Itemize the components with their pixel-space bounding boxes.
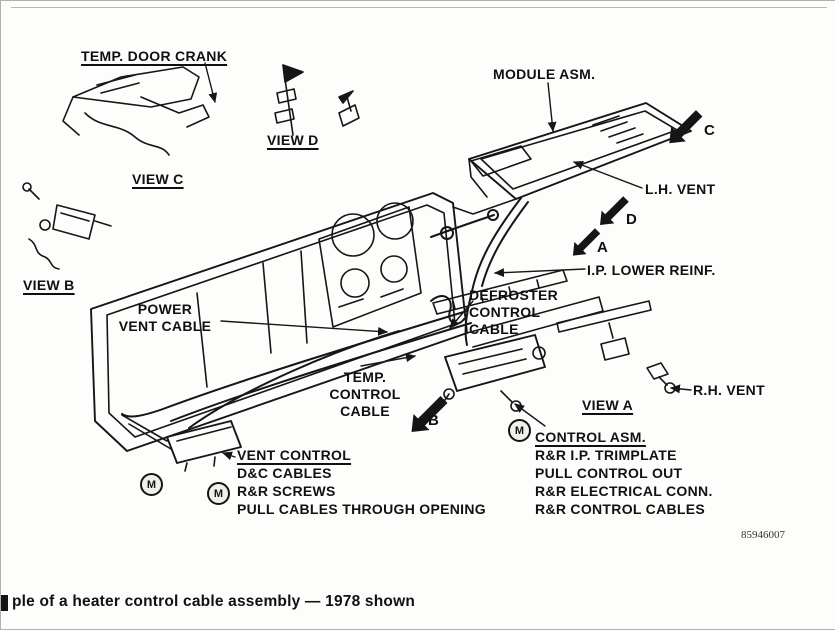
label-temp-control-cable: TEMP. CONTROL CABLE bbox=[329, 369, 401, 419]
vent-control-notes: VENT CONTROL D&C CABLES R&R SCREWS PULL … bbox=[237, 446, 486, 518]
label-ip-lower-reinf: I.P. LOWER REINF. bbox=[587, 262, 716, 278]
arrow-d-icon bbox=[599, 195, 630, 226]
figure-part-number: 85946007 bbox=[741, 529, 785, 541]
label-letter-b: B bbox=[428, 412, 440, 429]
label-temp-door-crank: TEMP. DOOR CRANK bbox=[81, 48, 228, 64]
view-c-detail bbox=[62, 66, 210, 156]
view-d-detail bbox=[274, 64, 360, 136]
view-a-detail bbox=[556, 300, 652, 361]
control-asm-part bbox=[440, 334, 546, 412]
vent-control-title: VENT CONTROL bbox=[237, 447, 352, 463]
control-asm-step: R&R CONTROL CABLES bbox=[535, 501, 706, 517]
control-asm-title: CONTROL ASM. bbox=[535, 429, 646, 445]
label-module-asm: MODULE ASM. bbox=[493, 66, 596, 82]
fastener-m-badge: M bbox=[207, 482, 230, 505]
figure-caption: ple of a heater control cable assembly —… bbox=[12, 593, 416, 610]
control-asm-step: PULL CONTROL OUT bbox=[535, 465, 683, 481]
module-asm-part bbox=[452, 102, 692, 215]
vent-control-step: PULL CABLES THROUGH OPENING bbox=[237, 501, 486, 517]
control-asm-step: R&R ELECTRICAL CONN. bbox=[535, 483, 713, 499]
fastener-m-badge: M bbox=[140, 473, 163, 496]
control-asm-notes: CONTROL ASM. R&R I.P. TRIMPLATE PULL CON… bbox=[535, 428, 713, 518]
scan-edge-artifact bbox=[11, 7, 827, 8]
vent-control-step: D&C CABLES bbox=[237, 465, 332, 481]
fastener-m-badge: M bbox=[508, 419, 531, 442]
control-cables bbox=[121, 197, 529, 429]
label-rh-vent: R.H. VENT bbox=[693, 382, 765, 398]
vent-control-part bbox=[121, 414, 242, 472]
label-power-vent-cable: POWER VENT CABLE bbox=[118, 301, 212, 334]
label-view-d: VIEW D bbox=[267, 132, 319, 148]
control-asm-step: R&R I.P. TRIMPLATE bbox=[535, 447, 677, 463]
vent-control-step: R&R SCREWS bbox=[237, 483, 336, 499]
label-letter-a: A bbox=[597, 239, 609, 256]
label-view-c: VIEW C bbox=[132, 171, 184, 187]
cropped-text-fragment bbox=[1, 595, 8, 611]
label-view-a: VIEW A bbox=[582, 397, 634, 413]
label-defroster-control-cable: DEFROSTER CONTROL CABLE bbox=[469, 287, 559, 337]
leader-lines bbox=[204, 62, 692, 461]
arrow-c-icon bbox=[668, 109, 704, 145]
label-lh-vent: L.H. VENT bbox=[645, 181, 716, 197]
label-letter-d: D bbox=[626, 211, 638, 228]
view-b-detail bbox=[22, 182, 112, 270]
label-letter-c: C bbox=[704, 122, 716, 139]
label-view-b: VIEW B bbox=[23, 277, 75, 293]
